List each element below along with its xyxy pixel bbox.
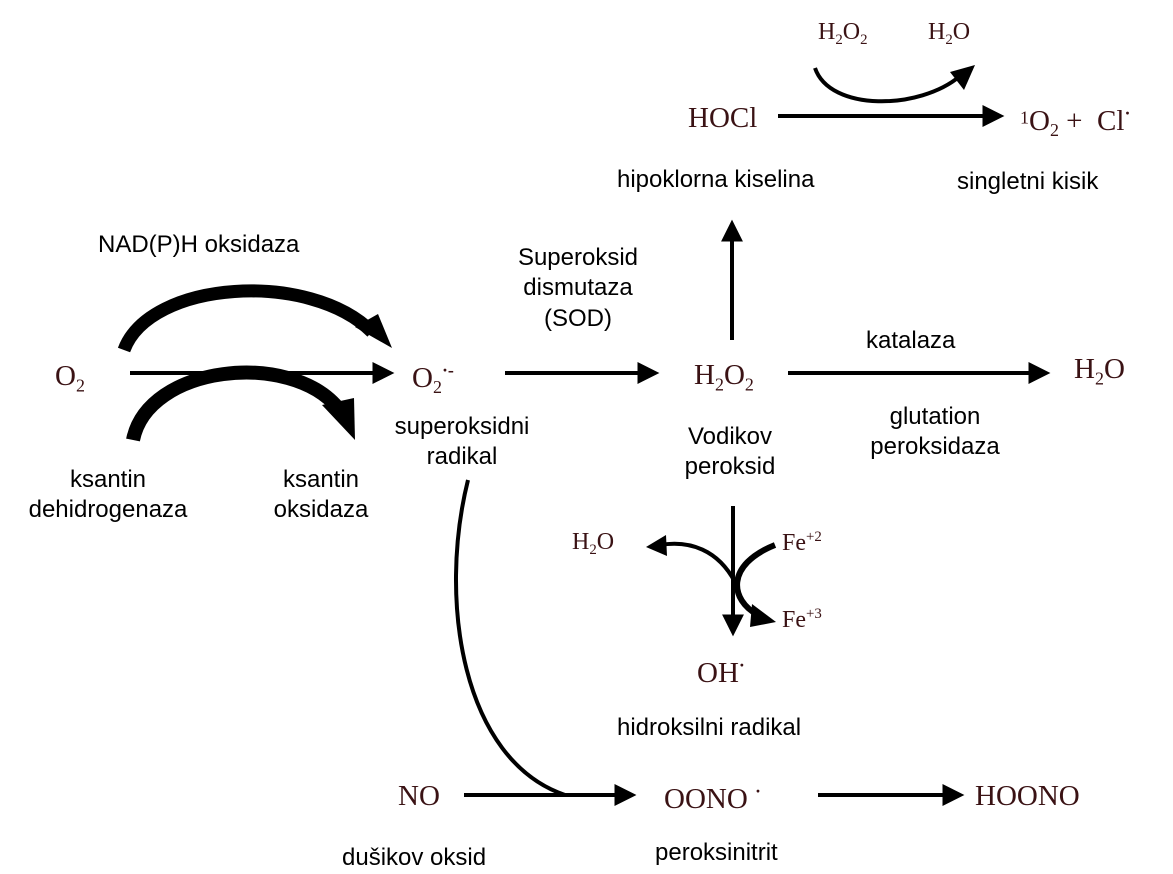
sod-line2: dismutaza (523, 274, 633, 302)
nitric-oxide-formula: NO (398, 780, 440, 812)
arrowhead-h2o-released (950, 65, 975, 90)
superoxide-radical-label: superoksidni radikal (374, 412, 550, 473)
h2o-fenton-formula: H2O (572, 529, 615, 559)
peroxynitrite-formula: OONO · (664, 781, 762, 815)
arrow-superoxide-to-peroxynitrite (454, 479, 566, 797)
hydroxyl-radical-formula: OH· (697, 655, 745, 689)
arrowhead-xanthine-oxidase (322, 398, 355, 440)
arrowhead-nadph-oxidase (355, 314, 392, 348)
arrow-xanthine-oxidase (126, 365, 344, 442)
hoono-formula: HOONO (975, 780, 1080, 812)
peroxynitrite-label: peroksinitrit (655, 839, 778, 866)
hydrogen-peroxide-line2: peroksid (684, 453, 776, 481)
hydrogen-peroxide-line1: Vodikov (687, 423, 773, 450)
sod-line3: (SOD) (544, 304, 612, 332)
arrow-to-h2o-fenton (659, 541, 737, 583)
hocl-formula: HOCl (688, 102, 758, 134)
sod-label: Superoksid dismutaza (SOD) (500, 243, 656, 334)
glutathione-peroxidase-line2: peroksidaza (870, 433, 1000, 461)
superoxide-radical-line1: superoksidni (394, 413, 530, 440)
glutathione-peroxidase-line1: glutation (889, 403, 981, 430)
hydrogen-peroxide-label: Vodikov peroksid (660, 422, 800, 483)
hydroxyl-radical-label: hidroksilni radikal (617, 714, 802, 741)
fe3-formula: Fe+3 (782, 606, 822, 633)
arrow-fe2-to-fe3 (734, 542, 777, 618)
arrow-h2o2-consumed (813, 67, 962, 104)
h2o2-top-formula: H2O2 (818, 19, 868, 49)
xanthine-dehydrogenase-label: ksantin dehidrogenaza (8, 465, 208, 526)
xanthine-dehydrogenase-line2: dehidrogenaza (28, 496, 188, 524)
arrowhead-h2o-fenton (646, 535, 667, 556)
fe2-formula: Fe+2 (782, 529, 822, 556)
xanthine-oxidase-line2: oksidaza (273, 496, 369, 524)
h2o-formula-right: H2O (1074, 353, 1125, 389)
arrow-nadph-oxidase (117, 284, 377, 353)
nitric-oxide-label: dušikov oksid (342, 844, 487, 871)
superoxide-radical-line2: radikal (426, 443, 498, 471)
nadph-oxidase-label: NAD(P)H oksidaza (98, 231, 300, 258)
xanthine-dehydrogenase-line1: ksantin (69, 466, 147, 493)
h2o-top-formula: H2O (928, 19, 971, 49)
xanthine-oxidase-label: ksantin oksidaza (256, 465, 386, 526)
glutathione-peroxidase-label: glutation peroksidaza (840, 402, 1030, 463)
arrowhead-fe3 (750, 604, 776, 627)
singlet-oxygen-label: singletni kisik (957, 168, 1099, 195)
sod-line1: Superoksid (517, 244, 639, 271)
hypochlorous-acid-label: hipoklorna kiselina (617, 166, 815, 193)
h2o2-formula: H2O2 (694, 359, 754, 395)
catalase-label: katalaza (866, 327, 956, 354)
xanthine-oxidase-line1: ksantin (282, 466, 360, 493)
singlet-oxygen-chlorine-formula: 1O2 + Cl· (1020, 103, 1131, 141)
superoxide-radical-formula: O2·- (412, 360, 454, 398)
o2-molecule: O2 (55, 360, 85, 396)
